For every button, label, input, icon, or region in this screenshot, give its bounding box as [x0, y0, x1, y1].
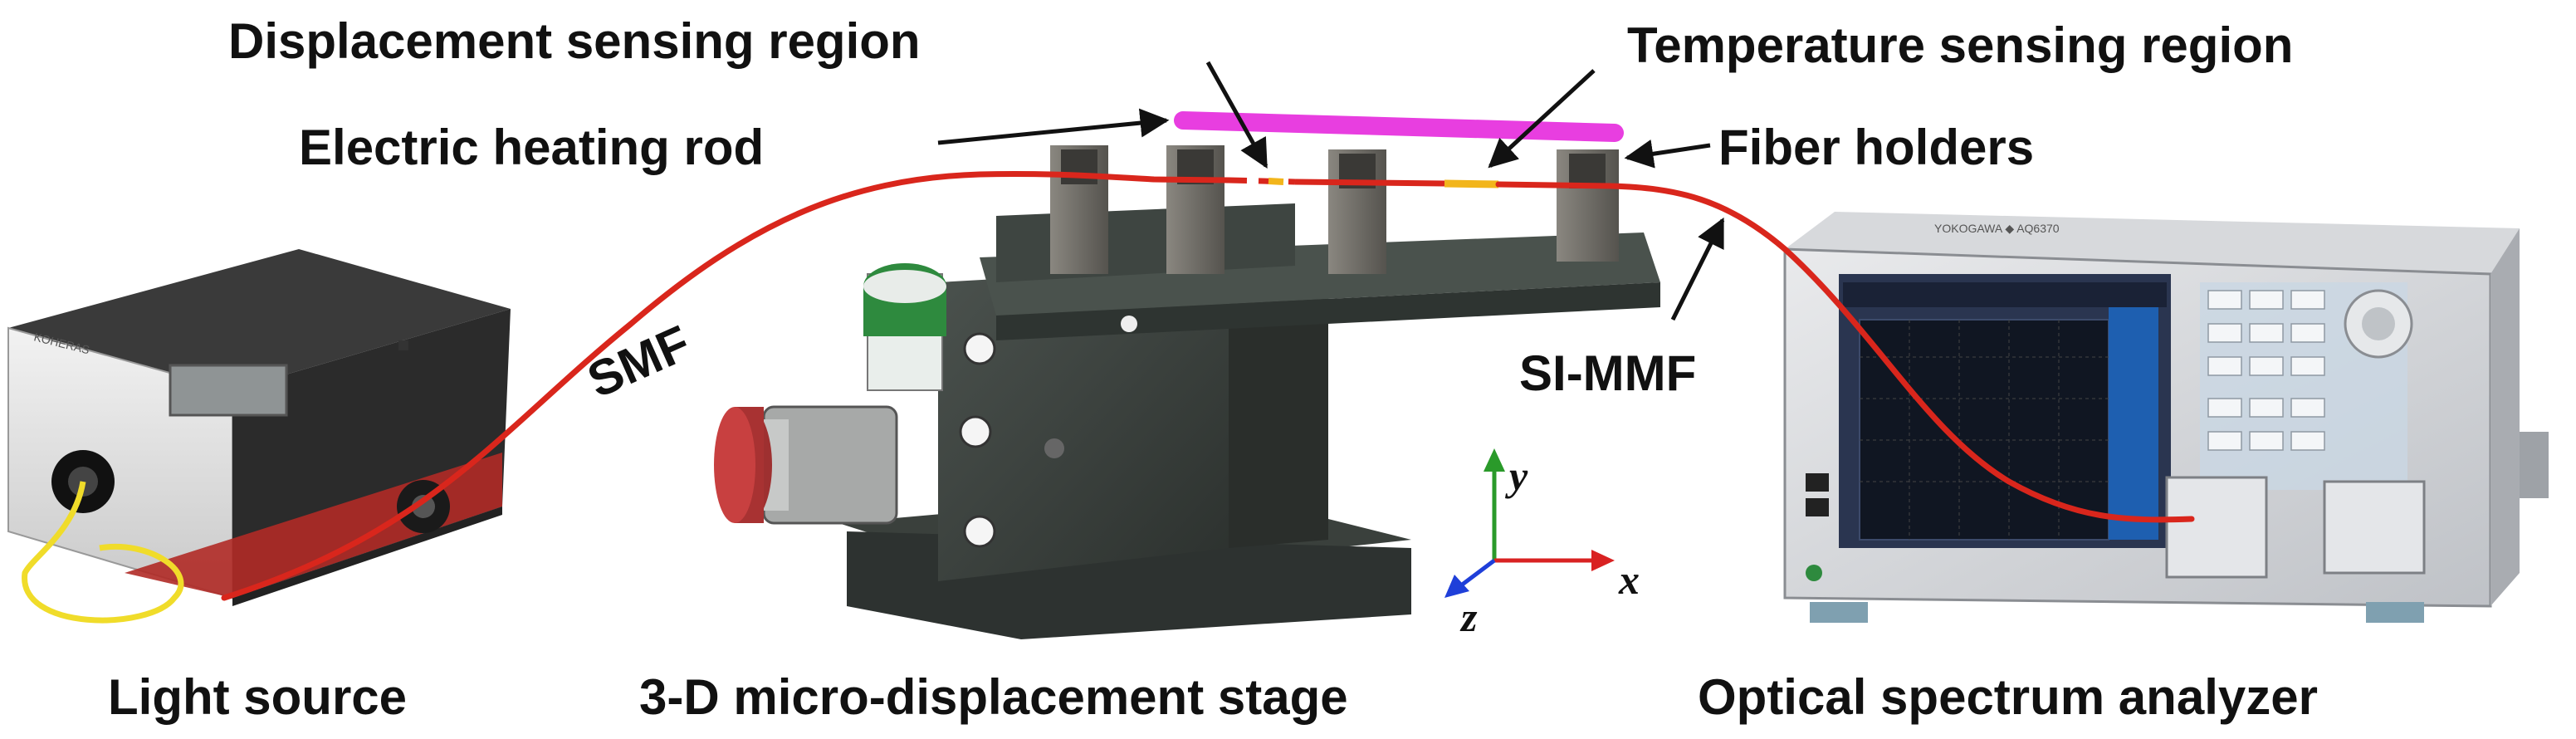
- arrow-heating-rod: [937, 108, 1170, 145]
- label-osa: Optical spectrum analyzer: [1698, 669, 2318, 725]
- label-si-mmf: SI-MMF: [1519, 345, 1696, 401]
- fiber-segment-mid: [1294, 179, 1445, 187]
- axis-y-label: y: [1505, 453, 1528, 499]
- displacement-mmf-segment: [1268, 178, 1284, 185]
- yellow-patch-cord: [22, 481, 184, 624]
- label-displacement-region: Displacement sensing region: [228, 13, 921, 69]
- axis-x-label: x: [1618, 556, 1640, 603]
- fiber-holder: [1328, 149, 1386, 274]
- arrow-si-mmf: [1670, 217, 1725, 321]
- label-smf: SMF: [579, 315, 698, 409]
- smf-fiber: [221, 170, 1232, 601]
- label-temperature-region: Temperature sensing region: [1627, 17, 2293, 73]
- fiber-holder: [1050, 145, 1108, 274]
- label-stage: 3-D micro-displacement stage: [639, 669, 1348, 725]
- smf-fiber-output: [1495, 181, 2195, 523]
- label-heating-rod: Electric heating rod: [299, 120, 764, 175]
- label-fiber-holders: Fiber holders: [1718, 120, 2034, 175]
- axis-z-label: z: [1459, 594, 1478, 640]
- light-source-device: KOHERAS: [7, 249, 511, 606]
- fiber-holder: [1166, 145, 1224, 274]
- coordinate-axes: [1444, 448, 1615, 598]
- label-light-source: Light source: [108, 669, 407, 725]
- arrow-displacement: [1205, 61, 1268, 169]
- fiber-holder: [1557, 149, 1619, 262]
- electric-heating-rod: [1174, 111, 1624, 142]
- optical-spectrum-analyzer: YOKOGAWA ◆ AQ6370: [1783, 212, 2549, 623]
- dashed-fiber-segment: [1228, 177, 1296, 185]
- micro-displacement-stage: [714, 203, 1660, 639]
- arrow-fiber-holders: [1624, 139, 1711, 169]
- arrow-temperature: [1488, 69, 1596, 169]
- svg-text:YOKOGAWA ◆ AQ6370: YOKOGAWA ◆ AQ6370: [1934, 222, 2060, 235]
